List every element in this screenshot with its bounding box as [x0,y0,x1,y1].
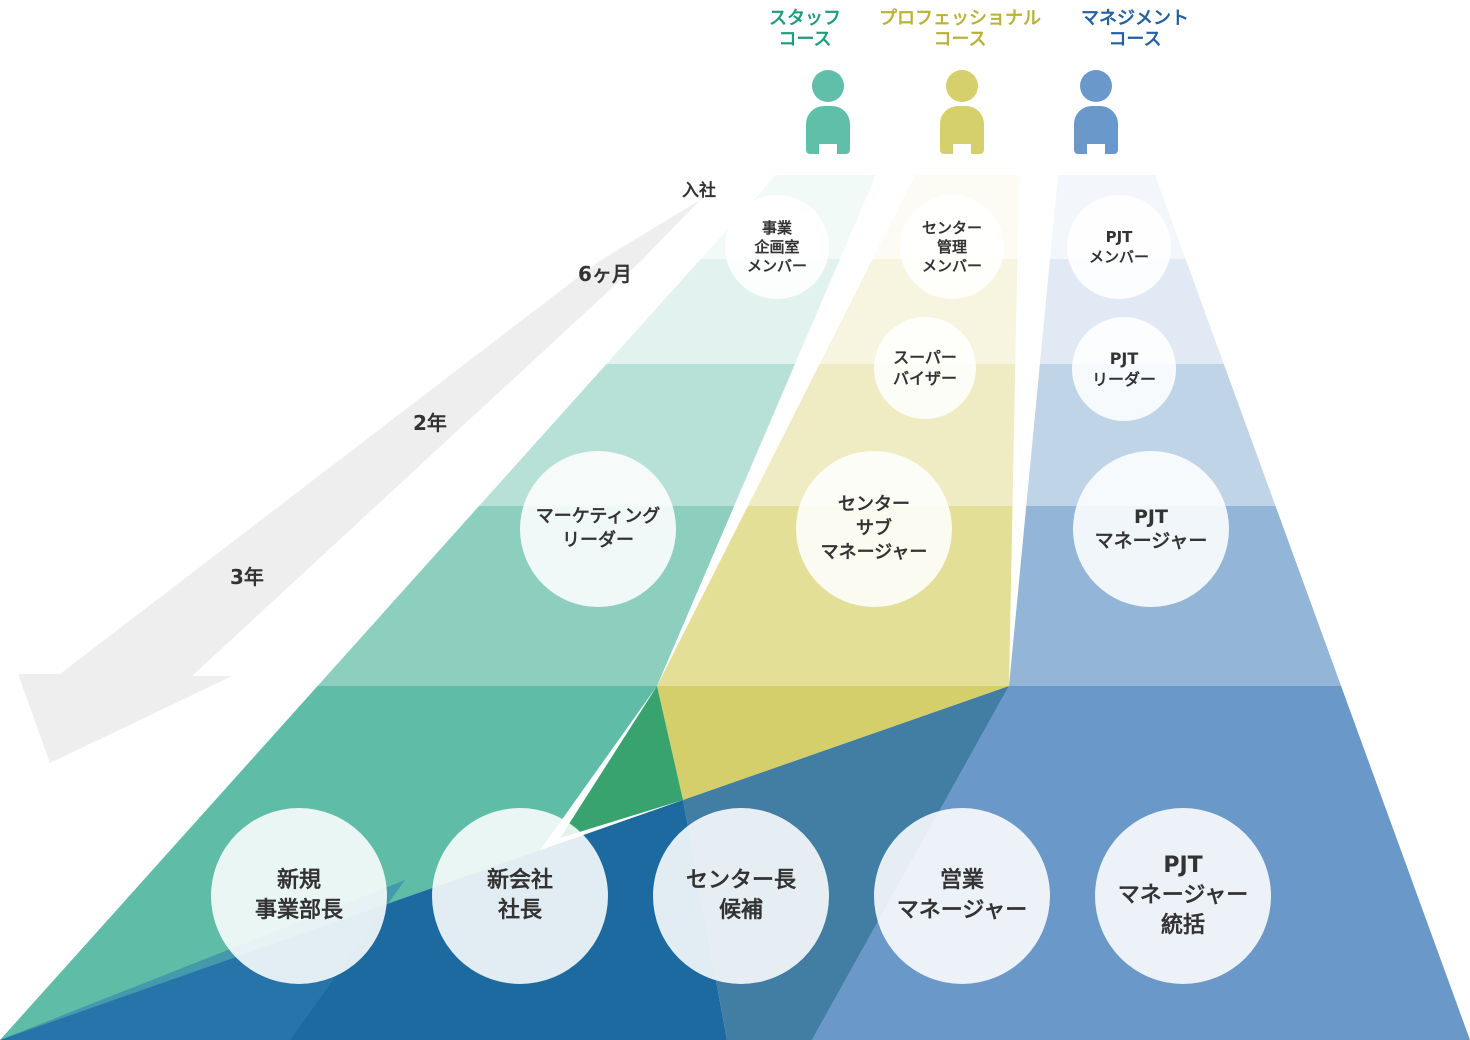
position-node: 事業 企画室 メンバー [725,195,829,299]
goal-node: センター長 候補 [653,808,829,984]
goal-node: 営業 マネージャー [874,808,1050,984]
staff-pro-convergence [560,686,683,838]
timeline-label-6months: 6ヶ月 [578,262,632,286]
professional-course-label: プロフェッショナル コース [879,8,1041,50]
timeline-label-2years: 2年 [413,411,447,435]
position-node: スーパー バイザー [874,317,976,419]
position-node: マーケティング リーダー [520,451,676,607]
position-node: センター サブ マネージャー [796,451,952,607]
timeline-label-start: 入社 [682,181,716,201]
position-node: PJT メンバー [1067,195,1171,299]
goal-node: 新規 事業部長 [211,808,387,984]
management-course-label: マネジメント コース [1081,8,1189,50]
position-node: PJT リーダー [1072,317,1176,421]
professional-person-icon [937,70,987,156]
goal-node: PJT マネージャー 統括 [1095,808,1271,984]
timeline-arrow [18,200,700,763]
position-node: PJT マネージャー [1073,451,1229,607]
goal-node: 新会社 社長 [432,808,608,984]
staff-course-label: スタッフ コース [769,8,841,50]
position-node: センター 管理 メンバー [900,195,1004,299]
timeline-label-3years: 3年 [230,565,264,589]
management-person-icon [1071,70,1121,156]
staff-person-icon [803,70,853,156]
